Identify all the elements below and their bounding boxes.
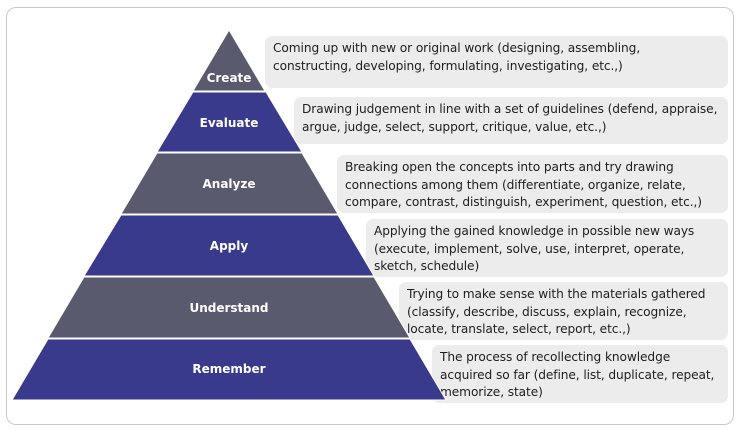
level-create-band (192, 29, 266, 92)
level-evaluate-label: Evaluate (200, 116, 259, 130)
level-remember-label: Remember (192, 362, 265, 376)
level-create-label: Create (207, 71, 252, 85)
level-analyze-label: Analyze (203, 177, 256, 191)
description-analyze: Breaking open the concepts into parts an… (337, 155, 728, 213)
level-analyze-band (120, 152, 339, 215)
level-evaluate-band (156, 91, 303, 153)
level-understand-band (47, 276, 411, 339)
level-remember-band (11, 338, 447, 401)
description-understand: Trying to make sense with the materials … (399, 282, 728, 340)
description-apply: Applying the gained knowledge in possibl… (366, 219, 728, 277)
level-apply-band (83, 214, 375, 277)
level-apply-label: Apply (210, 239, 249, 253)
description-evaluate: Drawing judgement in line with a set of … (294, 97, 728, 144)
description-remember: The process of recollecting knowledge ac… (432, 345, 728, 403)
level-understand-label: Understand (189, 301, 268, 315)
description-create: Coming up with new or original work (des… (265, 36, 728, 88)
